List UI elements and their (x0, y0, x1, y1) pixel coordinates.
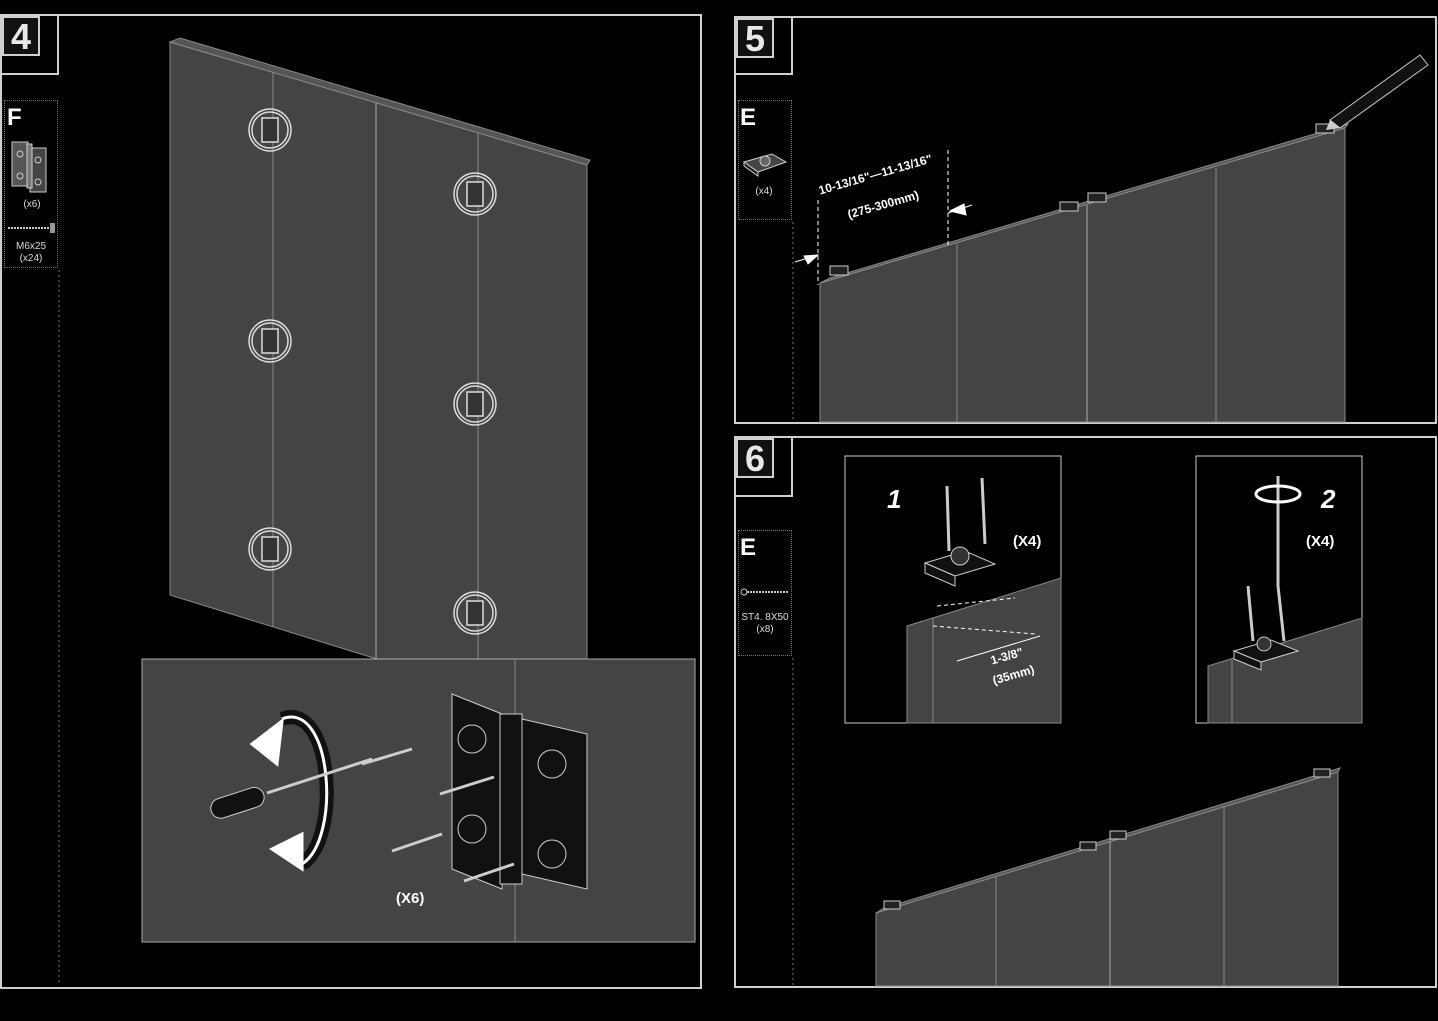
long-screw-icon (740, 588, 788, 596)
step-6-parts-box (738, 530, 792, 656)
step-5-number: 5 (736, 18, 774, 58)
door-slab-illustration (168, 37, 591, 661)
substep-1-qty: (X4) (1013, 533, 1042, 550)
step-6-panel (734, 436, 1437, 988)
step-6-part-letter: E (740, 534, 757, 561)
rotate-arrow-icon-small (1254, 484, 1302, 504)
substep-2-inset (1195, 455, 1363, 724)
screw-icon (8, 223, 55, 233)
step-4-screw-name: M6x25 (15, 241, 46, 252)
bracket-icon (742, 153, 788, 177)
step-4-number: 4 (2, 16, 40, 56)
bracket-3d (923, 546, 997, 587)
hinge-3d (451, 693, 588, 890)
step-4-parts-box (4, 100, 58, 268)
step-4-part-letter: F (7, 104, 22, 131)
screw-icons (361, 747, 515, 883)
door-top-illustration (794, 54, 1429, 423)
hinge-location-markers (248, 108, 497, 635)
step-6-number: 6 (736, 438, 774, 478)
step-5-parts-box (738, 100, 792, 220)
step-6-door-illustration (875, 767, 1341, 987)
step-6-screw-qty: (x8) (756, 624, 774, 635)
step-5-bracket-qty: (x4) (755, 186, 773, 197)
hinge-icon (11, 141, 47, 193)
step-4-panel (0, 14, 702, 989)
hinge-detail-inset (141, 658, 696, 943)
screwdriver-icon (210, 757, 373, 819)
step-4-screw-qty: (x24) (19, 253, 43, 264)
step-6-screw-name: ST4. 8X50 (741, 612, 789, 623)
substep-2-qty: (X4) (1306, 533, 1335, 550)
step-5-panel (734, 16, 1437, 424)
step-4-detail-qty: (X6) (396, 890, 425, 907)
pencil-icon (1326, 54, 1429, 130)
substep-1-number: 1 (887, 484, 902, 514)
substep-1-inset (844, 455, 1062, 724)
step-5-part-letter: E (740, 104, 757, 131)
substep-2-number: 2 (1321, 484, 1336, 514)
step-4-hinge-qty: (x6) (23, 199, 41, 210)
